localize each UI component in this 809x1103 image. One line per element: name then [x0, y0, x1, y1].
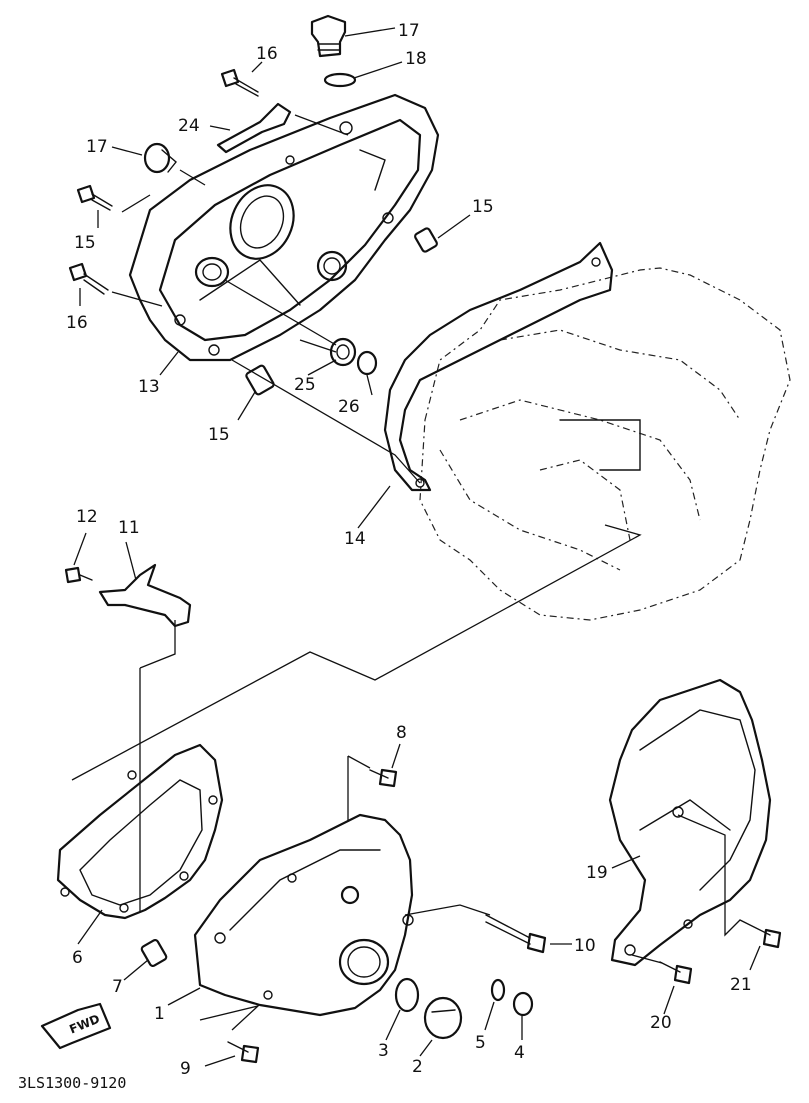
cover-gasket: [56, 743, 224, 920]
sprocket-cover: [608, 678, 772, 967]
oil-filler-plug: [310, 14, 347, 58]
callout-6: 6: [72, 948, 83, 968]
callout-labels: 17 18 16 24 17 15 15 16 13 25 26 15 14 1…: [66, 21, 752, 1079]
bolt: [485, 914, 547, 954]
diagram-code: 3LS1300-9120: [18, 1074, 126, 1092]
bolt: [64, 566, 93, 584]
callout-15: 15: [208, 425, 230, 445]
callout-17: 16: [66, 313, 88, 333]
callout-17: 16: [256, 44, 278, 64]
drain-plug: [512, 991, 534, 1017]
bolt: [68, 262, 109, 295]
forward-arrow-icon: FWD: [40, 1002, 112, 1050]
bolt: [369, 768, 398, 788]
callout-15: 15: [472, 197, 494, 217]
callout-9: 9: [180, 1059, 191, 1079]
generator-cover: [193, 813, 414, 1017]
chain-guide: [98, 563, 192, 628]
callout-20: 18: [405, 49, 427, 69]
callout-7: 7: [112, 977, 123, 997]
assembly-line: [347, 755, 371, 822]
crankcase-cover: [128, 93, 440, 362]
crankcase-gasket: [383, 241, 614, 492]
bolt: [659, 961, 693, 985]
cable-holder: [216, 102, 292, 154]
callout-14: 14: [344, 529, 366, 549]
dowel-pin: [245, 364, 275, 396]
filler-o-ring: [323, 72, 357, 88]
assembly-line: [404, 904, 491, 916]
circlip: [356, 350, 378, 376]
callout-26: 26: [338, 397, 360, 417]
assembly-line: [139, 620, 176, 912]
dowel-pin: [414, 227, 438, 253]
bolt: [227, 1041, 260, 1064]
o-ring: [490, 978, 506, 1002]
callout-12: 12: [76, 507, 98, 527]
dowel-pin: [140, 938, 168, 968]
callout-2: 2: [412, 1057, 423, 1077]
callout-10: 10: [574, 936, 596, 956]
callout-19: 17: [398, 21, 420, 41]
o-ring: [394, 977, 420, 1013]
assembly-line: [199, 1004, 261, 1031]
callout-24: 24: [178, 116, 200, 136]
callout-11: 11: [118, 518, 140, 538]
callout-21: 19: [586, 863, 608, 883]
bolt: [76, 184, 113, 211]
callout-16: 15: [74, 233, 96, 253]
bolt: [739, 919, 782, 949]
callout-25: 25: [294, 375, 316, 395]
engine-block: [419, 267, 791, 621]
callout-22: 20: [650, 1013, 672, 1033]
callout-1: 1: [154, 1004, 165, 1024]
callout-13: 13: [138, 377, 160, 397]
oil-seal: [329, 337, 357, 367]
callout-23: 21: [730, 975, 752, 995]
inspection-plug: [423, 996, 463, 1040]
callout-3: 3: [378, 1041, 389, 1061]
callout-18: 17: [86, 137, 108, 157]
callout-5: 5: [475, 1033, 486, 1053]
callout-8: 8: [396, 723, 407, 743]
plug: [143, 142, 177, 174]
callout-4: 4: [514, 1043, 525, 1063]
assembly-line: [71, 524, 642, 781]
callout-leaders: [73, 27, 761, 1067]
bolt: [220, 68, 259, 97]
